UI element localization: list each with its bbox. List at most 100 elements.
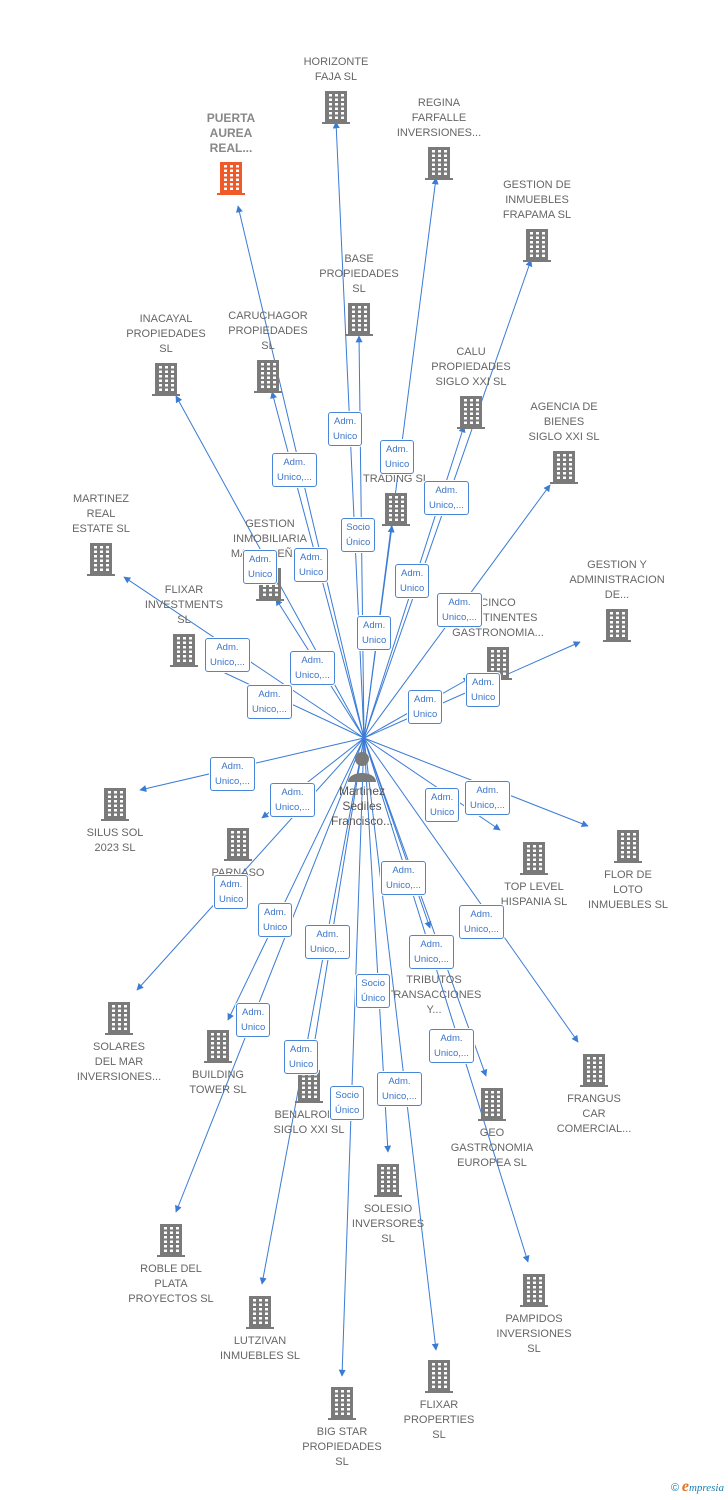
relation-badge-roble[interactable]: Adm. Unico xyxy=(236,1003,271,1037)
edge-flixar-prop xyxy=(363,737,439,1351)
company-node-gestion-adm[interactable]: GESTION Y ADMINISTRACION DE... xyxy=(557,558,677,643)
relation-badge-regina[interactable]: Adm. Unico xyxy=(380,440,415,474)
building-icon xyxy=(224,828,252,861)
building-icon xyxy=(603,609,631,642)
building-icon xyxy=(105,1002,133,1035)
company-node-base[interactable]: BASE PROPIEDADES SL xyxy=(299,252,419,337)
relation-badge-horizonte[interactable]: Adm. Unico xyxy=(357,616,392,650)
company-node-regina[interactable]: REGINA FARFALLE INVERSIONES... xyxy=(379,96,499,181)
company-node-lutzivan[interactable]: LUTZIVAN INMUEBLES SL xyxy=(200,1294,320,1364)
company-label: CARUCHAGOR PROPIEDADES SL xyxy=(228,310,308,352)
company-node-flixar-inv[interactable]: FLIXAR INVESTMENTS SL xyxy=(124,583,244,668)
relation-badge-florloto[interactable]: Adm. Unico,... xyxy=(465,781,510,815)
relation-badge-flixarprop[interactable]: Adm. Unico,... xyxy=(377,1072,422,1106)
building-icon xyxy=(295,1070,323,1103)
company-node-big-star[interactable]: BIG STAR PROPIEDADES SL xyxy=(282,1385,402,1470)
relation-badge-gestadm[interactable]: Adm. Unico,... xyxy=(437,593,482,627)
relation-badge-lutzivan[interactable]: Adm. Unico xyxy=(284,1040,319,1074)
edge-lutzivan xyxy=(259,737,365,1285)
brand-initial: e xyxy=(681,1478,689,1495)
company-label: BENALROMA SIGLO XXI SL xyxy=(273,1109,345,1136)
building-icon xyxy=(580,1054,608,1087)
company-label: GESTION Y ADMINISTRACION DE... xyxy=(569,559,665,601)
relation-badge-geo[interactable]: Adm. Unico,... xyxy=(409,935,454,969)
company-node-flor-loto[interactable]: FLOR DE LOTO INMUEBLES SL xyxy=(568,828,688,913)
company-node-silus[interactable]: SILUS SOL 2023 SL xyxy=(55,786,175,856)
center-person-node[interactable]: Martinez Sediles Francisco... xyxy=(302,748,422,829)
company-node-gestion-inm[interactable]: GESTION DE INMUEBLES FRAPAMA SL xyxy=(477,178,597,263)
building-icon xyxy=(157,1224,185,1257)
company-node-caruchagor[interactable]: CARUCHAGOR PROPIEDADES SL xyxy=(208,309,328,394)
company-node-solesio[interactable]: SOLESIO INVERSORES SL xyxy=(328,1162,448,1247)
building-icon xyxy=(328,1387,356,1420)
relation-badge-pampidos[interactable]: Adm. Unico,... xyxy=(429,1029,474,1063)
company-node-parnaso[interactable]: PARNASO SL xyxy=(178,826,298,896)
company-node-flixar-prop[interactable]: FLIXAR PROPERTIES SL xyxy=(379,1358,499,1443)
company-label: FLIXAR PROPERTIES SL xyxy=(403,1399,475,1441)
company-node-pampidos[interactable]: PAMPIDOS INVERSIONES SL xyxy=(474,1272,594,1357)
company-label: FLIXAR INVESTMENTS SL xyxy=(144,584,224,626)
relation-badge-parnaso[interactable]: Adm. Unico,... xyxy=(270,783,315,817)
company-label: SOLARES DEL MAR INVERSIONES... xyxy=(76,1041,162,1083)
center-person-label: Martinez Sediles Francisco... xyxy=(330,784,393,828)
building-icon xyxy=(382,493,410,526)
company-label: TRIBUTOS TRANSACCIONES Y... xyxy=(386,974,482,1016)
relation-badge-frangus[interactable]: Adm. Unico,... xyxy=(459,905,504,939)
company-node-horizonte[interactable]: HORIZONTE FAJA SL xyxy=(276,55,396,125)
building-icon xyxy=(457,396,485,429)
company-node-agencia[interactable]: AGENCIA DE BIENES SIGLO XXI SL xyxy=(504,400,624,485)
relation-badge-bigstar[interactable]: Socio Único xyxy=(330,1086,365,1120)
company-node-trading[interactable]: TRADING SL xyxy=(336,472,456,527)
relation-badge-martinez[interactable]: Adm. Unico xyxy=(294,548,329,582)
company-node-calu[interactable]: CALU PROPIEDADES SIGLO XXI SL xyxy=(411,345,531,430)
relation-badge-puerta[interactable]: Adm. Unico,... xyxy=(247,685,292,719)
relation-badge-trading[interactable]: Socio Único xyxy=(341,518,376,552)
company-label: SILUS SOL 2023 SL xyxy=(86,827,144,854)
building-icon xyxy=(170,634,198,667)
building-icon xyxy=(246,1296,274,1329)
relation-badge-calu[interactable]: Adm. Unico,... xyxy=(424,481,469,515)
company-label: ROBLE DEL PLATA PROYECTOS SL xyxy=(128,1263,214,1305)
relation-badge-silus[interactable]: Adm. Unico,... xyxy=(210,757,255,791)
relation-badge-agencia[interactable]: Adm. Unico xyxy=(395,564,430,598)
building-icon xyxy=(478,1088,506,1121)
company-node-benalroma[interactable]: BENALROMA SIGLO XXI SL xyxy=(249,1068,369,1138)
relation-badge-benalroma[interactable]: Adm. Unico,... xyxy=(305,925,350,959)
company-node-frangus[interactable]: FRANGUS CAR COMERCIAL... xyxy=(534,1052,654,1137)
company-label: CALU PROPIEDADES SIGLO XXI SL xyxy=(431,346,511,388)
company-label: PUERTA AUREA REAL... xyxy=(206,111,256,155)
edge-roble xyxy=(175,737,365,1213)
relation-badge-toplevel[interactable]: Adm. Unico xyxy=(425,788,460,822)
building-icon xyxy=(87,543,115,576)
building-icon xyxy=(425,147,453,180)
relation-badge-solesio[interactable]: Socio Único xyxy=(356,974,391,1008)
company-node-solares[interactable]: SOLARES DEL MAR INVERSIONES... xyxy=(59,1000,179,1085)
relation-badge-inacayal[interactable]: Adm. Unico,... xyxy=(290,651,335,685)
company-node-geo[interactable]: GEO GASTRONOMIA EUROPEA SL xyxy=(432,1086,552,1171)
company-node-building[interactable]: BUILDING TOWER SL xyxy=(158,1028,278,1098)
company-label: TOP LEVEL HISPANIA SL xyxy=(500,881,568,908)
company-node-inacayal[interactable]: INACAYAL PROPIEDADES SL xyxy=(106,312,226,397)
company-node-roble[interactable]: ROBLE DEL PLATA PROYECTOS SL xyxy=(111,1222,231,1307)
copyright-symbol: © xyxy=(670,1482,680,1494)
relation-badge-building[interactable]: Adm. Unico xyxy=(258,903,293,937)
edge-benalroma xyxy=(309,737,365,1059)
company-node-martinez-re[interactable]: MARTINEZ REAL ESTATE SL xyxy=(41,492,161,577)
relation-badge-tributos[interactable]: Adm. Unico,... xyxy=(381,861,426,895)
relation-badge-solares[interactable]: Adm. Unico xyxy=(214,875,249,909)
brand-name: mpresia xyxy=(688,1482,724,1494)
company-label: FRANGUS CAR COMERCIAL... xyxy=(556,1093,632,1135)
relation-badge-caruchagor[interactable]: Adm. Unico,... xyxy=(272,453,317,487)
company-node-puerta[interactable]: PUERTA AUREA REAL... xyxy=(171,111,291,196)
company-label: BASE PROPIEDADES SL xyxy=(319,253,399,295)
relation-badge-flixarinv[interactable]: Adm. Unico,... xyxy=(205,638,250,672)
relation-badge-gestmal[interactable]: Adm. Unico xyxy=(243,550,278,584)
relation-badge-cinco2[interactable]: Adm. Unico xyxy=(466,673,501,707)
relation-badge-cinco1[interactable]: Adm. Unico xyxy=(408,690,443,724)
relation-badge-base[interactable]: Adm. Unico xyxy=(328,412,363,446)
company-node-top-level[interactable]: TOP LEVEL HISPANIA SL xyxy=(474,840,594,910)
company-label: REGINA FARFALLE INVERSIONES... xyxy=(396,97,482,139)
company-label: INACAYAL PROPIEDADES SL xyxy=(126,313,206,355)
building-icon xyxy=(101,788,129,821)
company-label: BIG STAR PROPIEDADES SL xyxy=(302,1426,382,1468)
